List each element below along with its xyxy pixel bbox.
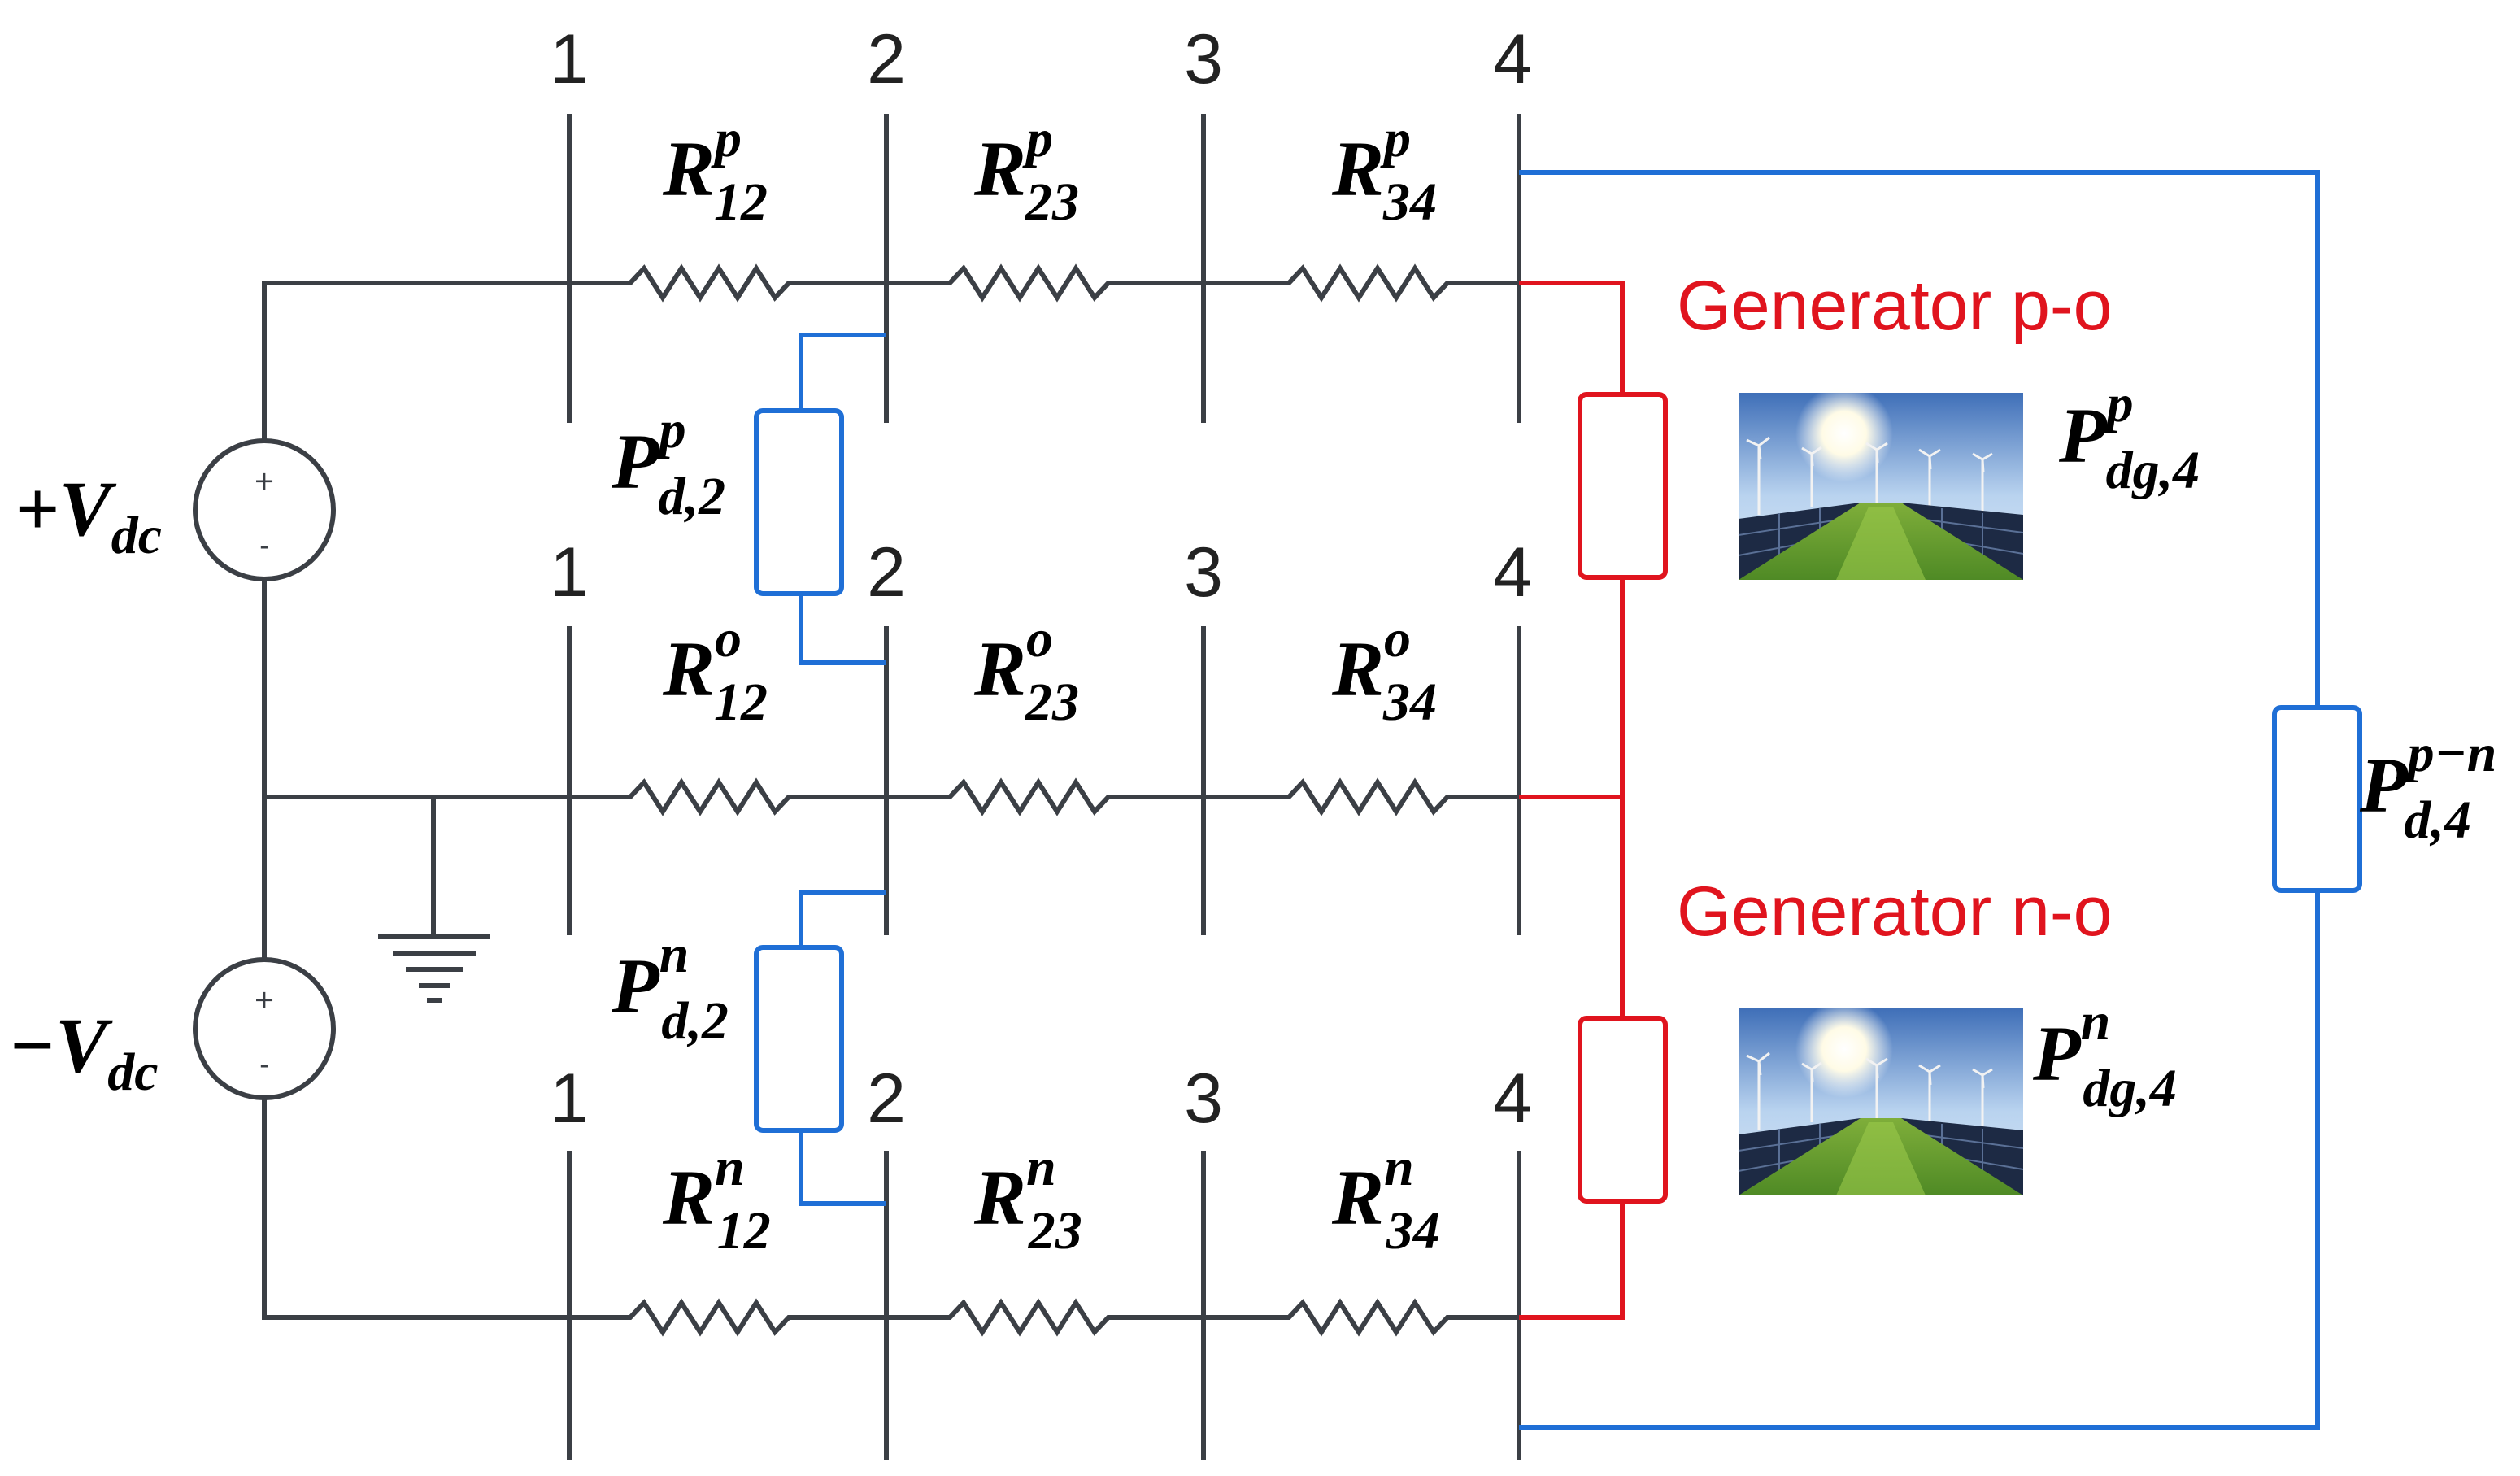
node-number-mid-1: 1 (550, 533, 589, 612)
solar-wind-photo-icon (1737, 999, 2025, 1197)
source-minus-label: −Vdc (8, 1002, 159, 1102)
left-top-wire (262, 281, 572, 454)
node-number-bot-1: 1 (550, 1060, 589, 1138)
node-number-bot-2: 2 (867, 1060, 906, 1138)
left-bot-wire (262, 1083, 572, 1320)
generator-no-circuit (1519, 797, 1668, 1320)
solar-wind-photo-icon (1737, 383, 2025, 581)
load-pn-d4 (1519, 170, 2362, 1430)
node-number-top-3: 3 (1184, 20, 1223, 98)
node-number-mid-2: 2 (867, 533, 906, 612)
ground-icon (378, 795, 490, 1003)
source-minus-neg-mark: - (259, 1049, 269, 1080)
source-plus-pos-mark: + (254, 465, 276, 496)
node-number-top-4: 4 (1493, 20, 1532, 98)
node-number-mid-4: 4 (1493, 533, 1532, 612)
source-plus-label: +Vdc (15, 465, 162, 565)
p-conductor (567, 263, 1521, 303)
voltage-source-minus (193, 957, 336, 1100)
generator-no-label: Generator n-o (1677, 873, 2112, 951)
voltage-source-plus (193, 438, 336, 581)
node-number-top-2: 2 (867, 20, 906, 98)
load-n-d2 (754, 890, 886, 1206)
node-number-mid-3: 3 (1184, 533, 1223, 612)
load-p-d2 (754, 333, 886, 665)
source-plus-neg-mark: - (259, 530, 269, 561)
n-conductor (567, 1298, 1521, 1337)
generator-po-circuit (1519, 281, 1668, 799)
o-conductor (567, 777, 1521, 816)
node-number-top-1: 1 (550, 20, 589, 98)
node-number-bot-3: 3 (1184, 1060, 1223, 1138)
node-number-bot-4: 4 (1493, 1060, 1532, 1138)
generator-po-label: Generator p-o (1677, 267, 2112, 345)
source-minus-pos-mark: + (254, 984, 276, 1015)
